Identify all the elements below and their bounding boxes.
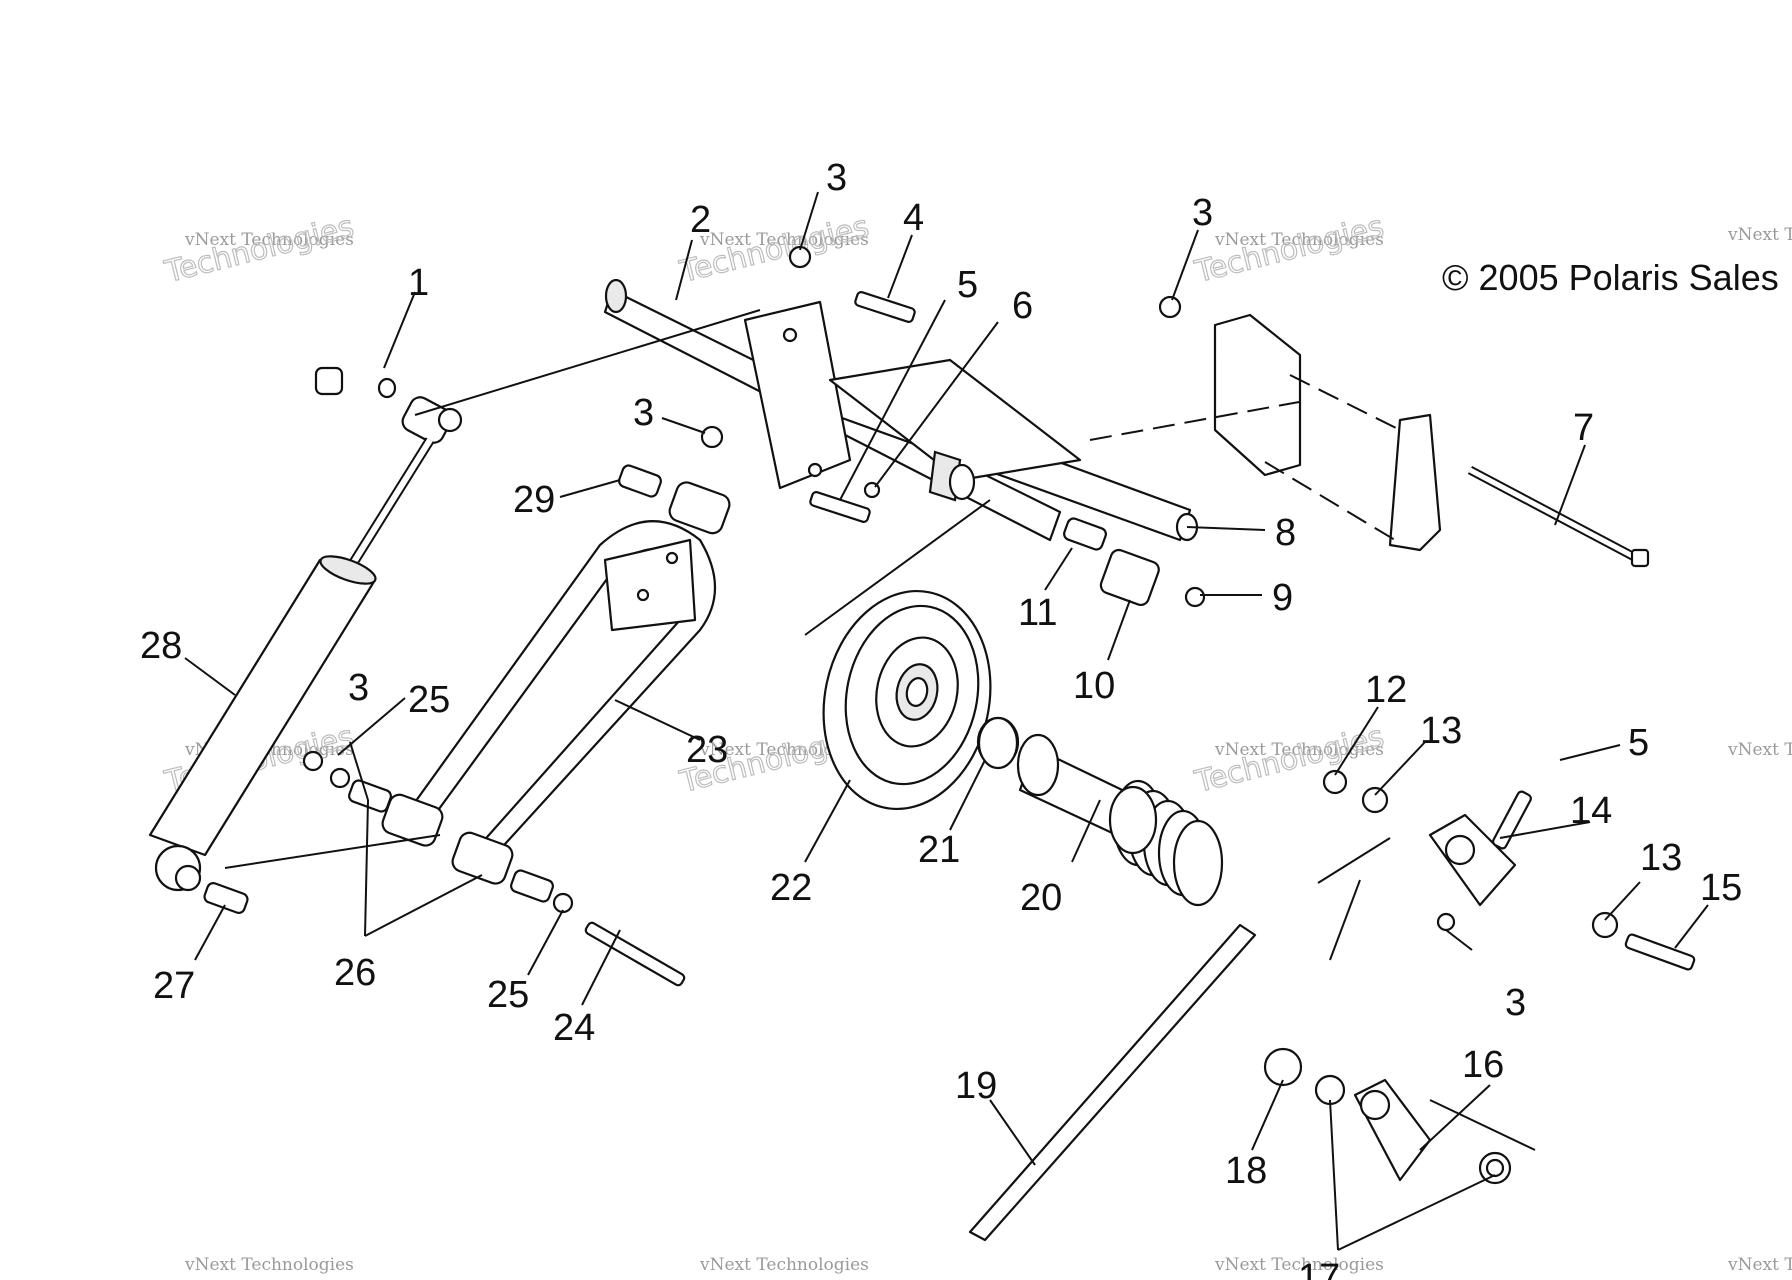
callout-24: 24 [553, 1007, 595, 1049]
callout-16: 16 [1462, 1044, 1504, 1086]
callout-3: 3 [633, 392, 654, 434]
leader-lines [184, 191, 1709, 1251]
callout-3: 3 [348, 667, 369, 709]
callout-25: 25 [408, 679, 450, 721]
callout-2: 2 [690, 199, 711, 241]
callout-3: 3 [1192, 192, 1213, 234]
watermark-text: vNext Technologies [1727, 225, 1792, 245]
idler-wheel [822, 589, 992, 811]
callout-23: 23 [686, 729, 728, 771]
part-drawings [148, 191, 1709, 1251]
callout-5: 5 [957, 264, 978, 306]
callout-17: 17 [1298, 1257, 1340, 1280]
callout-26: 26 [334, 952, 376, 994]
watermark-text: vNext Technologies [184, 1255, 354, 1275]
mounting-brackets [1089, 313, 1442, 552]
watermark-text: vNext Technologies [184, 230, 354, 250]
callout-14: 14 [1570, 790, 1612, 832]
rear-shaft [1467, 466, 1650, 568]
callout-15: 15 [1700, 867, 1742, 909]
callout-8: 8 [1275, 512, 1296, 554]
callout-7: 7 [1573, 407, 1594, 449]
watermark-text: vNext Technologies [1214, 740, 1384, 760]
copyright-notice: © 2005 Polaris Sales I [1442, 257, 1792, 298]
callout-11: 11 [1018, 592, 1057, 634]
watermark-text: vNext Technologies [699, 230, 869, 250]
callout-3: 3 [826, 157, 847, 199]
callout-9: 9 [1272, 577, 1293, 619]
callout-20: 20 [1020, 877, 1062, 919]
watermark-text: vNext Technologies [1214, 1255, 1384, 1275]
torsion-spring [968, 716, 1257, 1242]
callout-22: 22 [770, 867, 812, 909]
fasteners [203, 245, 1696, 987]
callout-25: 25 [487, 974, 529, 1016]
callout-18: 18 [1225, 1150, 1267, 1192]
callout-10: 10 [1073, 665, 1115, 707]
watermark-text: vNext Technologies [1727, 740, 1792, 760]
callout-6: 6 [1012, 285, 1033, 327]
rear-arm [394, 520, 716, 856]
callout-12: 12 [1365, 669, 1407, 711]
callout-5: 5 [1628, 722, 1649, 764]
watermark-text: vNext Technologies [1727, 1255, 1792, 1275]
callout-29: 29 [513, 479, 555, 521]
callout-19: 19 [955, 1065, 997, 1107]
watermark-text: Technologies [1191, 719, 1387, 800]
callout-21: 21 [918, 829, 960, 871]
callout-28: 28 [140, 625, 182, 667]
front-arm-assembly [603, 278, 1199, 542]
callout-27: 27 [153, 965, 195, 1007]
callout-13: 13 [1640, 837, 1682, 879]
callout-3: 3 [1505, 982, 1526, 1024]
callout-numbers: 1 2 3 4 5 6 3 3 29 7 8 9 11 10 12 13 5 1… [140, 157, 1742, 1280]
callout-13: 13 [1420, 710, 1462, 752]
callout-4: 4 [903, 197, 924, 239]
watermark-text: vNext Technologies [1214, 230, 1384, 250]
watermark-text: Technologies [1191, 209, 1387, 290]
watermark-text: vNext Technologies [699, 1255, 869, 1275]
pivot-blocks [1263, 813, 1517, 1185]
watermark-text: Technologies [161, 209, 357, 290]
callout-1: 1 [408, 262, 429, 304]
